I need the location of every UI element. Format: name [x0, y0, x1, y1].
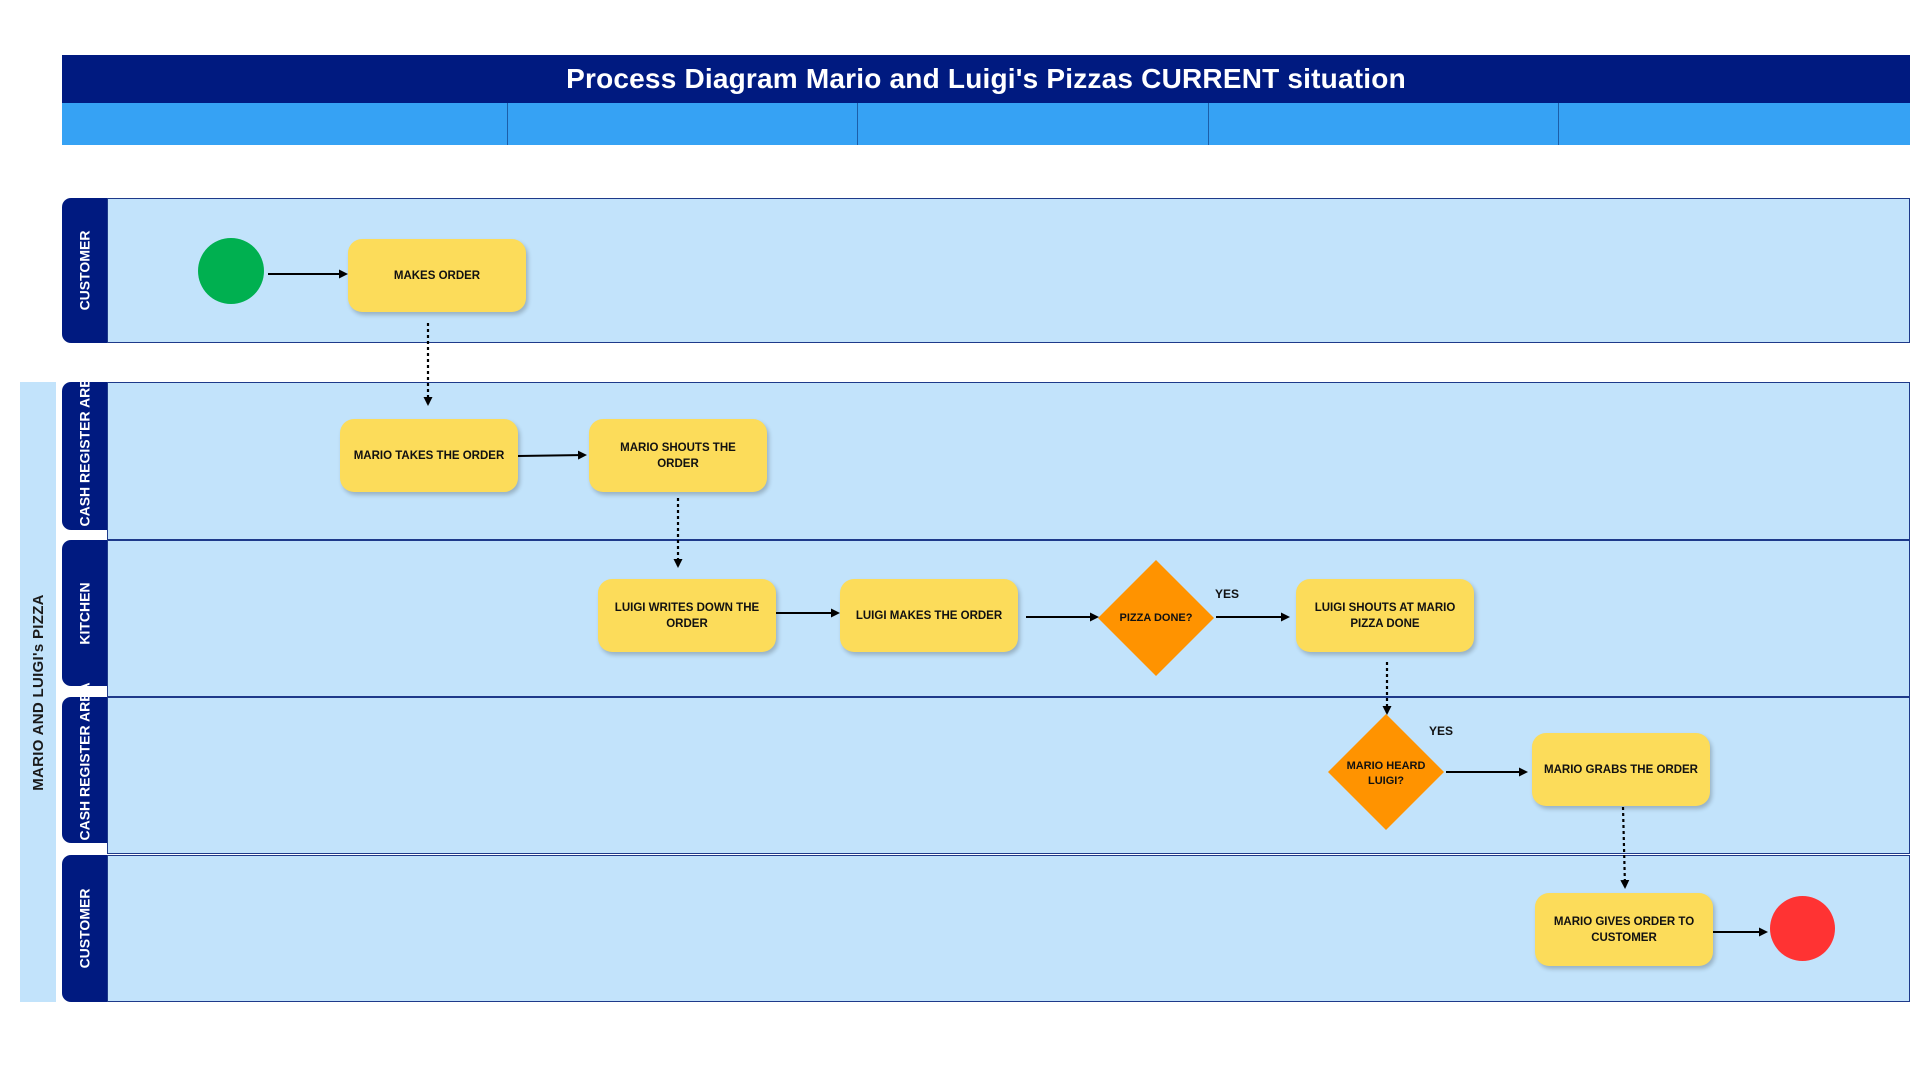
lane-header-cash-register-1: CASH REGISTER AREA: [62, 367, 108, 530]
edge-label-yes-mario-heard: YES: [1429, 724, 1454, 738]
decision-mario-heard-label: MARIO HEARD LUIGI?: [1346, 760, 1426, 787]
task-luigi-makes-order[interactable]: LUIGI MAKES THE ORDER: [840, 579, 1018, 652]
lane-header-customer-bottom: CUSTOMER: [62, 855, 108, 1002]
task-mario-grabs-order[interactable]: MARIO GRABS THE ORDER: [1532, 733, 1710, 806]
phase-cell-2: [508, 103, 858, 145]
pool-label-text: MARIO AND LUIGI's PIZZA: [29, 593, 47, 791]
pool-label: MARIO AND LUIGI's PIZZA: [20, 382, 56, 1002]
task-mario-takes-order[interactable]: MARIO TAKES THE ORDER: [340, 419, 518, 492]
lane-label: CASH REGISTER AREA: [76, 367, 93, 526]
task-mario-shouts-order[interactable]: MARIO SHOUTS THE ORDER: [589, 419, 767, 492]
phase-row: [62, 103, 1910, 145]
decision-pizza-done-label: PIZZA DONE?: [1119, 611, 1193, 624]
phase-cell-5: [1559, 103, 1910, 145]
lane-label: KITCHEN: [76, 581, 93, 645]
lane-label: CASH REGISTER AREA: [76, 681, 93, 840]
lane-label: CUSTOMER: [76, 230, 93, 311]
phase-cell-3: [858, 103, 1209, 145]
phase-cell-4: [1209, 103, 1559, 145]
lane-header-cash-register-2: CASH REGISTER AREA: [62, 681, 108, 843]
lane-label: CUSTOMER: [76, 888, 93, 969]
start-event[interactable]: [198, 238, 264, 304]
end-event[interactable]: [1770, 896, 1835, 961]
decision-pizza-done-shape[interactable]: [1098, 560, 1214, 676]
phase-cell-1: [62, 103, 508, 145]
task-makes-order[interactable]: MAKES ORDER: [348, 239, 526, 312]
decision-mario-heard-shape[interactable]: [1328, 714, 1444, 830]
lane-header-customer-top: CUSTOMER: [62, 198, 108, 343]
diagram-title: Process Diagram Mario and Luigi's Pizzas…: [62, 55, 1910, 103]
edge-label-yes-pizza-done: YES: [1215, 587, 1240, 601]
lane-header-kitchen: KITCHEN: [62, 540, 108, 686]
task-luigi-writes-down[interactable]: LUIGI WRITES DOWN THE ORDER: [598, 579, 776, 652]
task-mario-gives-order[interactable]: MARIO GIVES ORDER TO CUSTOMER: [1535, 893, 1713, 966]
task-luigi-shouts-done[interactable]: LUIGI SHOUTS AT MARIO PIZZA DONE: [1296, 579, 1474, 652]
